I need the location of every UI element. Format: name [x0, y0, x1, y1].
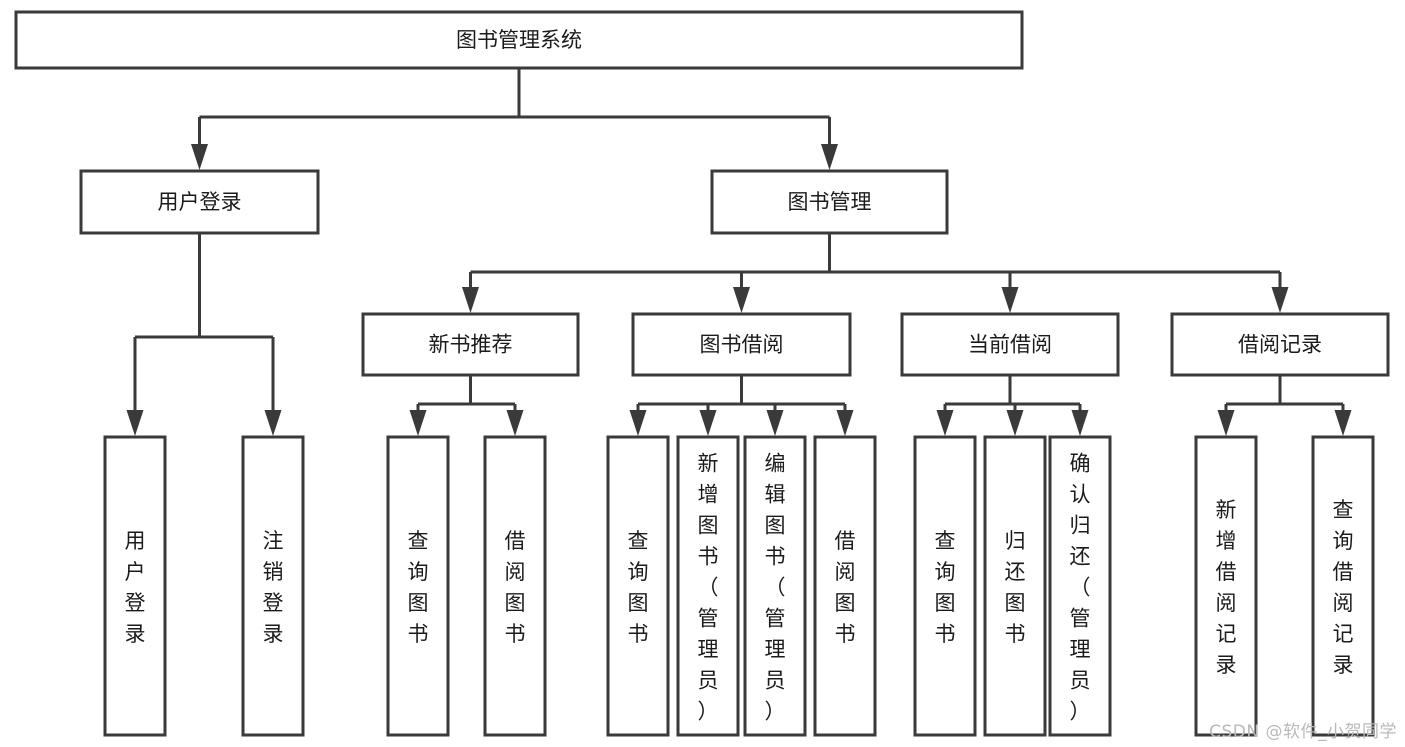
node-label: 新增借阅记录 — [1216, 498, 1237, 677]
arrow-head-icon — [409, 410, 427, 436]
node-leaf-query-book-1[interactable]: 查询图书 — [386, 435, 450, 737]
node-box[interactable] — [1170, 312, 1390, 377]
arrow-head-icon — [1001, 287, 1019, 313]
node-label: 确认归还（管理员） — [1070, 452, 1091, 724]
node-box[interactable] — [483, 435, 547, 737]
node-leaf-borrow-book-1[interactable]: 借阅图书 — [483, 435, 547, 737]
node-label: 借阅图书 — [505, 529, 526, 646]
node-box[interactable] — [606, 435, 670, 737]
node-box[interactable] — [14, 10, 1024, 70]
node-current-borrow[interactable]: 当前借阅 — [900, 312, 1120, 377]
arrow-head-icon — [936, 410, 954, 436]
node-label: 新增图书（管理员） — [698, 452, 719, 724]
arrow-head-icon — [629, 410, 647, 436]
node-label: 注销登录 — [263, 529, 284, 646]
node-box[interactable] — [913, 435, 977, 737]
node-box[interactable] — [710, 169, 949, 235]
node-box[interactable] — [676, 435, 740, 737]
node-user-login[interactable]: 用户登录 — [79, 169, 320, 235]
node-leaf-add-record[interactable]: 新增借阅记录 — [1194, 435, 1258, 737]
node-label: 新书推荐 — [429, 333, 513, 357]
arrow-head-icon — [1071, 410, 1089, 436]
node-label: 图书借阅 — [700, 333, 784, 357]
arrow-head-icon — [1334, 410, 1352, 436]
node-box[interactable] — [1048, 435, 1112, 737]
node-book-manage[interactable]: 图书管理 — [710, 169, 949, 235]
arrow-head-icon — [126, 410, 144, 436]
node-box[interactable] — [79, 169, 320, 235]
arrow-head-icon — [506, 410, 524, 436]
node-box[interactable] — [241, 435, 305, 737]
node-label: 图书管理 — [788, 190, 872, 214]
node-box[interactable] — [1311, 435, 1375, 737]
node-label: 图书管理系统 — [456, 28, 582, 52]
arrow-head-icon — [699, 410, 717, 436]
node-box[interactable] — [983, 435, 1047, 737]
node-label: 查询图书 — [628, 529, 649, 646]
node-label: 查询借阅记录 — [1333, 498, 1354, 677]
node-layer: 图书管理系统用户登录图书管理新书推荐图书借阅当前借阅借阅记录用户登录注销登录查询… — [14, 10, 1390, 737]
node-label: 查询图书 — [935, 529, 956, 646]
node-leaf-return-book[interactable]: 归还图书 — [983, 435, 1047, 737]
node-label: 编辑图书（管理员） — [765, 452, 786, 724]
node-box[interactable] — [900, 312, 1120, 377]
arrow-head-icon — [733, 287, 750, 313]
node-label: 用户登录 — [158, 190, 242, 214]
node-label: 归还图书 — [1005, 529, 1026, 646]
node-leaf-add-book[interactable]: 新增图书（管理员） — [676, 435, 740, 737]
node-leaf-user-login[interactable]: 用户登录 — [103, 435, 167, 737]
node-label: 当前借阅 — [968, 333, 1052, 357]
arrow-head-icon — [766, 410, 784, 436]
arrow-head-icon — [821, 144, 838, 170]
arrow-head-icon — [836, 410, 854, 436]
arrow-head-icon — [1217, 410, 1235, 436]
arrow-head-icon — [191, 144, 208, 170]
arrow-head-icon — [1271, 287, 1289, 313]
node-label: 查询图书 — [408, 529, 429, 646]
node-leaf-borrow-book-2[interactable]: 借阅图书 — [813, 435, 877, 737]
node-leaf-query-book-2[interactable]: 查询图书 — [606, 435, 670, 737]
node-box[interactable] — [631, 312, 852, 377]
node-leaf-query-book-3[interactable]: 查询图书 — [913, 435, 977, 737]
node-label: 借阅图书 — [835, 529, 856, 646]
node-box[interactable] — [743, 435, 807, 737]
node-box[interactable] — [361, 312, 580, 377]
node-leaf-query-record[interactable]: 查询借阅记录 — [1311, 435, 1375, 737]
arrow-head-icon — [1006, 410, 1024, 436]
node-label: 用户登录 — [125, 529, 146, 646]
node-box[interactable] — [103, 435, 167, 737]
node-leaf-confirm-return[interactable]: 确认归还（管理员） — [1048, 435, 1112, 737]
node-leaf-edit-book[interactable]: 编辑图书（管理员） — [743, 435, 807, 737]
node-leaf-logout[interactable]: 注销登录 — [241, 435, 305, 737]
node-box[interactable] — [386, 435, 450, 737]
node-new-book-recommend[interactable]: 新书推荐 — [361, 312, 580, 377]
node-box[interactable] — [1194, 435, 1258, 737]
arrow-head-icon — [462, 287, 479, 313]
arrow-head-icon — [264, 410, 282, 436]
node-book-borrow[interactable]: 图书借阅 — [631, 312, 852, 377]
node-box[interactable] — [813, 435, 877, 737]
node-borrow-record[interactable]: 借阅记录 — [1170, 312, 1390, 377]
node-label: 借阅记录 — [1238, 333, 1322, 357]
connector-layer — [126, 68, 1352, 436]
node-root[interactable]: 图书管理系统 — [14, 10, 1024, 70]
